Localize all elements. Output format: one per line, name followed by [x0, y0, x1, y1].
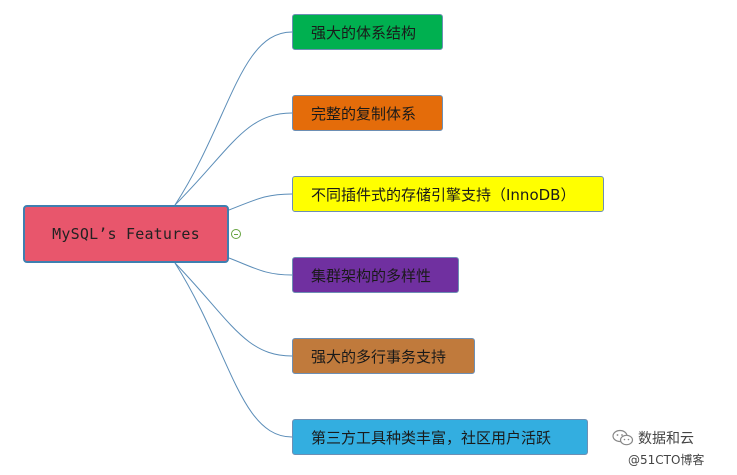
- branch-topic-architecture[interactable]: 强大的体系结构: [292, 14, 443, 50]
- branch-topic-cluster-architecture[interactable]: 集群架构的多样性: [292, 257, 459, 293]
- connector-line: [228, 257, 293, 276]
- branch-topic-third-party-tools[interactable]: 第三方工具种类丰富，社区用户活跃: [292, 419, 588, 455]
- branch-topic-label: 完整的复制体系: [311, 104, 417, 123]
- connector-line: [228, 193, 293, 211]
- branch-topic-replication[interactable]: 完整的复制体系: [292, 95, 443, 131]
- connector-line: [174, 112, 293, 206]
- branch-topic-label: 不同插件式的存储引擎支持（InnoDB）: [311, 185, 576, 204]
- connector-line: [174, 262, 293, 438]
- watermark-brand: 数据和云: [612, 428, 694, 448]
- watermark: 数据和云 @51CTO博客: [612, 428, 732, 472]
- branch-topic-label: 强大的多行事务支持: [311, 347, 447, 366]
- branch-topic-storage-engines[interactable]: 不同插件式的存储引擎支持（InnoDB）: [292, 176, 604, 212]
- branch-topic-label: 集群架构的多样性: [311, 266, 432, 285]
- root-topic-label: MySQL’s Features: [52, 225, 200, 243]
- branch-topic-transactions[interactable]: 强大的多行事务支持: [292, 338, 475, 374]
- branch-topic-label: 第三方工具种类丰富，社区用户活跃: [311, 428, 552, 447]
- watermark-name: 数据和云: [638, 431, 694, 447]
- collapse-minus-icon[interactable]: [231, 229, 241, 239]
- watermark-source: @51CTO博客: [628, 453, 705, 467]
- connector-line: [174, 31, 293, 206]
- wechat-icon: [612, 429, 634, 447]
- branch-topic-label: 强大的体系结构: [311, 23, 417, 42]
- root-topic[interactable]: MySQL’s Features: [23, 205, 229, 263]
- connector-line: [174, 262, 293, 357]
